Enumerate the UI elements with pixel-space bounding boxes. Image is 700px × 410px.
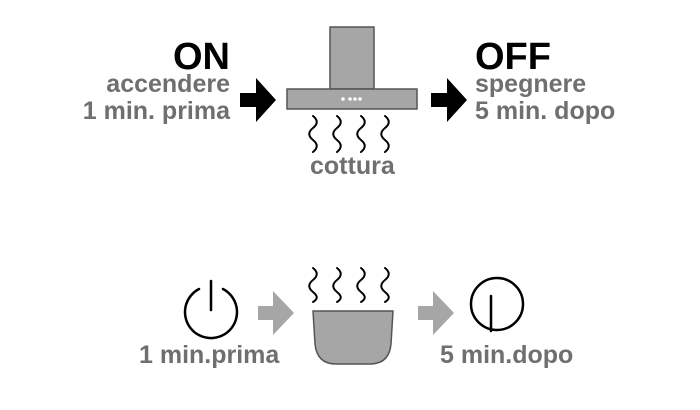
hood-button: [358, 97, 362, 101]
hood-light: [341, 97, 345, 101]
cooking-label: cottura: [310, 152, 395, 180]
power-off-icon: [469, 276, 525, 333]
on-label: ON: [173, 36, 230, 78]
cooking-pot-icon: [312, 310, 394, 365]
hood-button: [348, 97, 352, 101]
before-label: 1 min.prima: [139, 341, 280, 369]
power-on-icon: [183, 279, 239, 340]
off-label: OFF: [475, 36, 551, 78]
off-instruction-line2: 5 min. dopo: [475, 97, 616, 125]
off-instruction-line1: spegnere: [475, 70, 587, 98]
arrow-right-icon: [431, 78, 467, 122]
hood-canopy: [286, 88, 418, 110]
steam-icon: [308, 267, 390, 303]
arrow-right-icon: [240, 78, 276, 122]
after-label: 5 min.dopo: [440, 341, 574, 369]
on-instruction-line1: accendere: [106, 70, 230, 98]
hood-button: [353, 97, 357, 101]
arrow-right-icon: [258, 291, 294, 335]
arrow-right-icon: [418, 291, 454, 335]
steam-icon: [308, 115, 390, 153]
hood-chimney: [329, 26, 375, 90]
on-instruction-line2: 1 min. prima: [82, 97, 230, 125]
range-hood-icon: [286, 26, 418, 110]
